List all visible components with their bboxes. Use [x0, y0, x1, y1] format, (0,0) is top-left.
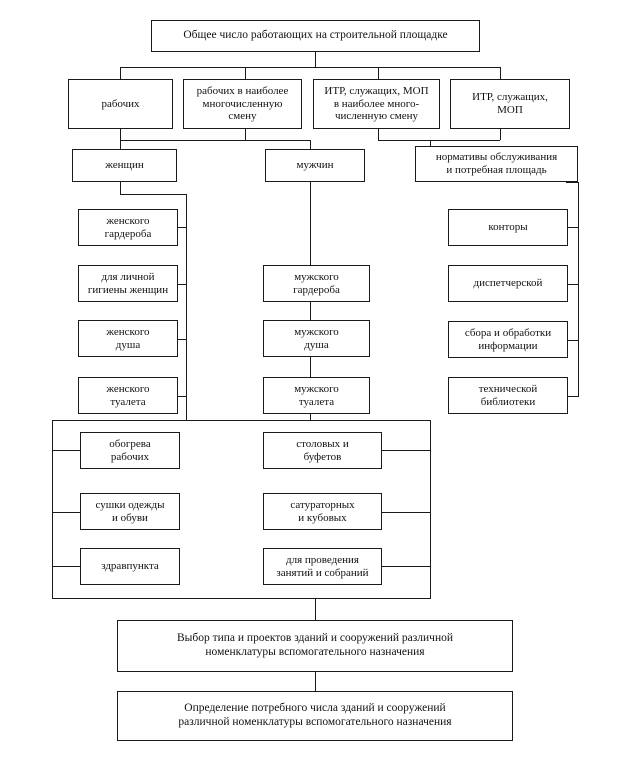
rail-women-branch-3	[178, 339, 187, 340]
node-workers-peak-shift[interactable]: рабочих в наиболее многочисленную смену	[183, 79, 302, 129]
connector-women-to-common	[186, 396, 187, 420]
node-meetings-classes[interactable]: для проведения занятий и собраний	[263, 548, 382, 585]
node-clothes-drying[interactable]: сушки одежды и обуви	[80, 493, 180, 530]
node-men-wardrobe[interactable]: мужского гардероба	[263, 265, 370, 302]
connector-gender-bus	[120, 140, 310, 141]
node-first-aid[interactable]: здравпункта	[80, 548, 180, 585]
node-root[interactable]: Общее число работающих на строительной п…	[151, 20, 480, 52]
rail-women-branch-1	[178, 227, 187, 228]
node-men[interactable]: мужчин	[265, 149, 365, 182]
rail-common-right-tick-1	[382, 450, 431, 451]
rail-norms-branch-1	[568, 227, 579, 228]
rail-women-branch-4	[178, 396, 187, 397]
connector-women-drop	[120, 140, 121, 149]
node-heating-workers[interactable]: обогрева рабочих	[80, 432, 180, 469]
connector-level2-drop-1	[120, 67, 121, 79]
rail-norms-branch-3	[568, 340, 579, 341]
node-women-toilet[interactable]: женского туалета	[78, 377, 178, 414]
connector-root-stem	[315, 52, 316, 67]
node-dispatcher[interactable]: диспетчерской	[448, 265, 568, 302]
rail-common-left-tick-3	[52, 566, 80, 567]
rail-norms-top	[566, 182, 579, 183]
node-office[interactable]: конторы	[448, 209, 568, 246]
rail-women-stem	[120, 182, 121, 194]
node-canteen-buffet[interactable]: столовых и буфетов	[263, 432, 382, 469]
connector-level2-drop-4	[500, 67, 501, 79]
node-men-shower[interactable]: мужского душа	[263, 320, 370, 357]
connector-common-to-footer1	[315, 598, 316, 620]
rail-common-left	[52, 420, 53, 599]
rail-common-right-tick-3	[382, 566, 431, 567]
connector-norms-bus	[378, 140, 500, 141]
connector-norms-drop	[430, 140, 431, 149]
rail-women-vertical	[186, 194, 187, 396]
rail-women-branch-2	[178, 284, 187, 285]
rail-norms-stem	[578, 182, 579, 397]
node-saturators[interactable]: сатураторных и кубовых	[263, 493, 382, 530]
rail-common-right	[430, 420, 431, 599]
node-data-processing[interactable]: сбора и обработки информации	[448, 321, 568, 358]
rail-common-top	[52, 420, 431, 421]
rail-women-top	[120, 194, 186, 195]
connector-men-drop	[310, 140, 311, 149]
rail-common-bottom	[52, 598, 431, 599]
connector-footer1-to-footer2	[315, 672, 316, 691]
rail-common-left-tick-2	[52, 512, 80, 513]
node-itr-total[interactable]: ИТР, служащих, МОП	[450, 79, 570, 129]
node-itr-peak-shift[interactable]: ИТР, служащих, МОП в наиболее много- чис…	[313, 79, 440, 129]
node-men-toilet[interactable]: мужского туалета	[263, 377, 370, 414]
node-norms[interactable]: нормативы обслуживания и потребная площа…	[415, 146, 578, 182]
node-footer-quantity[interactable]: Определение потребного числа зданий и со…	[117, 691, 513, 741]
rail-norms-branch-2	[568, 284, 579, 285]
connector-level2-drop-2	[245, 67, 246, 79]
connector-level2-bus	[120, 67, 500, 68]
connector-level2-drop-3	[378, 67, 379, 79]
rail-common-left-tick-1	[52, 450, 80, 451]
node-women-hygiene[interactable]: для личной гигиены женщин	[78, 265, 178, 302]
node-women-wardrobe[interactable]: женского гардероба	[78, 209, 178, 246]
node-footer-selection[interactable]: Выбор типа и проектов зданий и сооружени…	[117, 620, 513, 672]
connector-itr-shift-stem	[378, 129, 379, 140]
rail-common-right-tick-2	[382, 512, 431, 513]
rail-norms-branch-4	[568, 396, 579, 397]
node-women[interactable]: женщин	[72, 149, 177, 182]
connector-itr-stem	[500, 129, 501, 140]
connector-shift-stem	[245, 129, 246, 140]
node-workers[interactable]: рабочих	[68, 79, 173, 129]
connector-workers-stem	[120, 129, 121, 140]
node-technical-library[interactable]: технической библиотеки	[448, 377, 568, 414]
node-women-shower[interactable]: женского душа	[78, 320, 178, 357]
